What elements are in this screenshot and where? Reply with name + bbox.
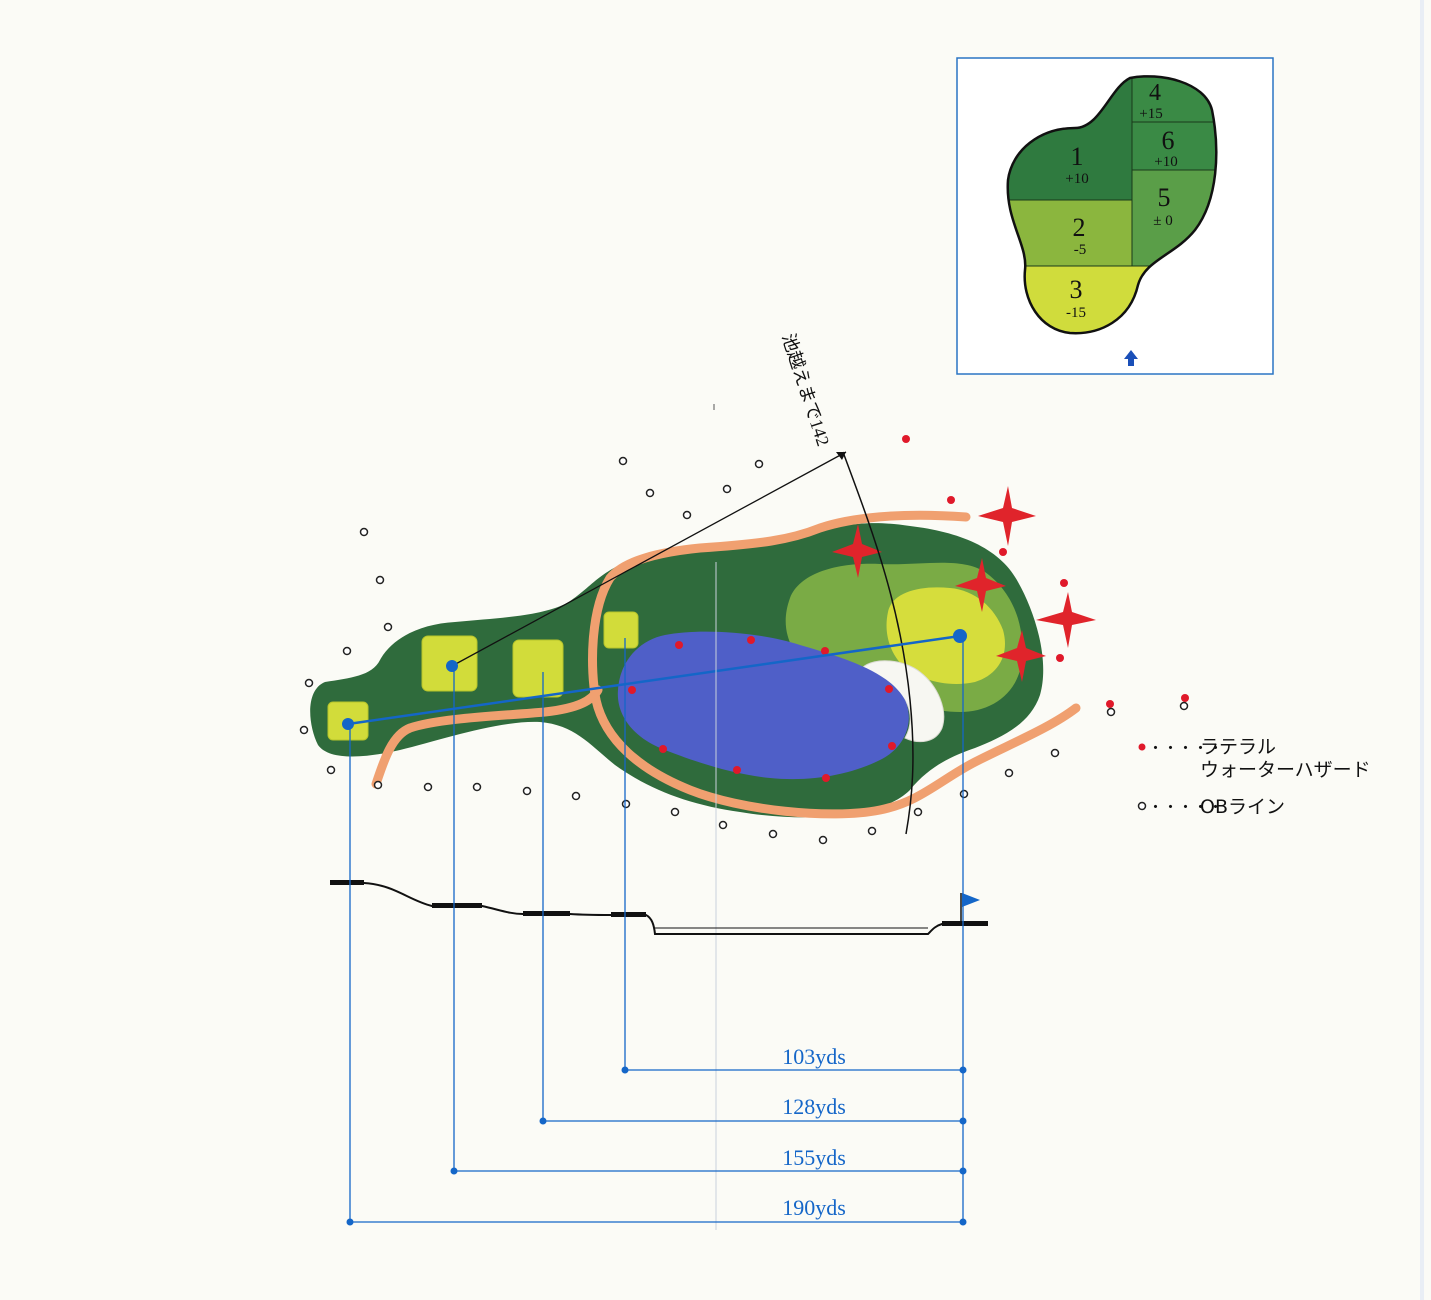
- zone-5-adjust: ± 0: [1153, 213, 1172, 229]
- legend-ob-label: OBライン: [1200, 796, 1285, 818]
- water-hazard: [617, 631, 909, 780]
- distance-155: 155yds: [782, 1145, 846, 1170]
- putting-green: [886, 587, 1005, 685]
- green-zone-6: [1132, 122, 1217, 170]
- zone-1-number: 1: [1071, 142, 1084, 171]
- flag-icon: [962, 893, 980, 907]
- elev-tee-2: [432, 903, 482, 908]
- elev-tee-4: [611, 912, 646, 917]
- zone-6-adjust: +10: [1154, 154, 1177, 170]
- zone-3-adjust: -15: [1066, 305, 1086, 321]
- distance-190: 190yds: [782, 1195, 846, 1220]
- distance-guides: [349, 636, 964, 1223]
- legend-hazard-dot-icon: [1138, 743, 1146, 751]
- tee-box-3: [512, 639, 564, 698]
- lateral-hazard-markers: [628, 435, 1189, 782]
- green-zone-2: [1007, 200, 1132, 266]
- trees: [832, 486, 1096, 682]
- carry-arrowhead: [836, 452, 846, 460]
- cart-path: [371, 510, 1081, 819]
- elev-green: [942, 921, 988, 926]
- tree-icon: [955, 558, 1006, 612]
- legend-hazard-leader: ・・・・・: [1148, 739, 1223, 757]
- distance-103: 103yds: [782, 1044, 846, 1069]
- zone-3-number: 3: [1070, 275, 1083, 304]
- zone-1-adjust: +10: [1065, 171, 1088, 187]
- tree-icon: [832, 524, 882, 578]
- tree-icon: [996, 630, 1046, 682]
- hole-layout: 池越えまで142: [299, 331, 1189, 1230]
- back-tee-marker: [342, 718, 354, 730]
- tree-icon: [1036, 592, 1096, 648]
- page-edge: [1420, 0, 1424, 1300]
- green-outline: [1006, 75, 1218, 335]
- distance-endpoints: [346, 1066, 967, 1226]
- green-diagram: 1 +10 2 -5 3 -15 4 +15 6 +10 5 ± 0: [956, 57, 1274, 375]
- ob-markers: [299, 456, 1189, 845]
- pin-marker: [953, 629, 967, 643]
- carry-arc: [842, 451, 914, 835]
- legend: ・・・・・ ラテラル ウォーターハザード ・・・・・ OBライン: [1137, 736, 1371, 818]
- legend-hazard-label-2: ウォーターハザード: [1200, 759, 1371, 781]
- legend-ob-dot-icon: [1137, 801, 1147, 811]
- tee-box-4: [603, 611, 639, 649]
- zone-4-adjust: +15: [1139, 106, 1162, 122]
- tee-2-marker: [446, 660, 458, 672]
- legend-hazard-label-1: ラテラル: [1200, 736, 1276, 758]
- legend-ob-leader: ・・・・・: [1148, 798, 1223, 816]
- elevation-line: [330, 882, 988, 935]
- elev-tee-3: [523, 911, 570, 916]
- tree-icon: [978, 486, 1036, 546]
- zone-6-number: 6: [1162, 126, 1175, 155]
- zone-5-number: 5: [1158, 183, 1171, 212]
- tee-to-pin-line: [347, 634, 961, 726]
- carry-distance-label: 池越えまで142: [778, 331, 833, 448]
- zone-4-number: 4: [1149, 80, 1161, 106]
- carry-line: [451, 451, 847, 667]
- up-arrow-icon: [1124, 350, 1138, 366]
- zone-2-adjust: -5: [1074, 242, 1087, 258]
- elevation-profile: [330, 880, 988, 935]
- zone-2-number: 2: [1073, 213, 1086, 242]
- distance-128: 128yds: [782, 1094, 846, 1119]
- elev-tee-1: [330, 880, 364, 885]
